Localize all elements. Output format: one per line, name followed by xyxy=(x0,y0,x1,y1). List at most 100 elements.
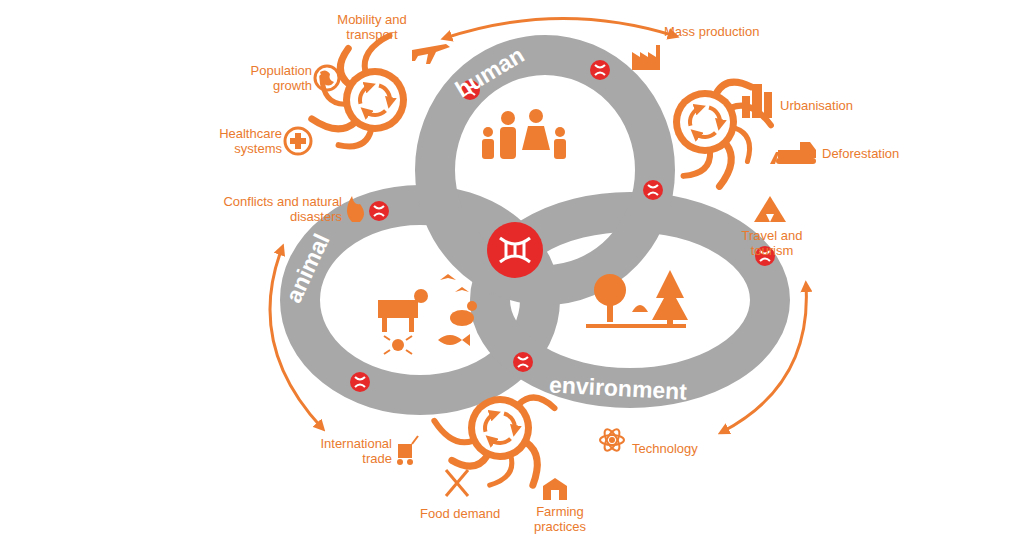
factor-label: Deforestation xyxy=(822,146,932,161)
factor-cluster xyxy=(709,108,720,125)
central-dna xyxy=(500,238,530,262)
factor-cluster xyxy=(673,90,737,154)
tree-icons xyxy=(632,305,648,312)
factor-icon xyxy=(602,427,623,453)
factor-icon xyxy=(285,44,816,500)
factor-icon xyxy=(600,435,624,445)
family-icon xyxy=(529,109,543,123)
family-icon xyxy=(482,139,494,159)
animal-icons xyxy=(440,274,456,280)
factor-cluster xyxy=(312,36,771,486)
dna-marker xyxy=(355,377,365,387)
factor-icon xyxy=(776,158,816,164)
factor-cluster xyxy=(719,144,731,187)
factor-cluster xyxy=(519,398,555,409)
factor-icon xyxy=(742,96,750,118)
factor-icon xyxy=(766,214,774,222)
factor-cluster xyxy=(504,414,515,431)
factor-icon xyxy=(770,152,779,164)
factor-cluster xyxy=(485,414,495,432)
factor-label: Mass production xyxy=(664,24,794,39)
family-icon xyxy=(555,127,565,137)
factor-icon xyxy=(320,70,334,85)
dna-marker xyxy=(643,180,663,200)
dna-marker xyxy=(590,60,610,80)
factor-cluster xyxy=(475,403,525,453)
factor-cluster xyxy=(490,456,512,485)
factor-label: Healthcare systems xyxy=(196,126,282,156)
factor-cluster xyxy=(379,86,390,103)
dna-marker xyxy=(369,201,389,221)
central-dna xyxy=(487,222,543,278)
factor-cluster xyxy=(734,128,749,162)
factor-label: International trade xyxy=(300,436,392,466)
factor-icon xyxy=(315,66,339,90)
factor-cluster xyxy=(684,152,711,176)
factor-icon xyxy=(290,138,306,144)
family-icon xyxy=(554,139,566,159)
factor-cluster xyxy=(365,111,385,115)
animal-icons xyxy=(384,336,412,354)
animal-icons xyxy=(392,339,404,351)
animal-icons xyxy=(414,289,428,303)
factor-cluster xyxy=(468,396,532,460)
animal-icons xyxy=(455,287,469,292)
animal-icons xyxy=(467,301,477,311)
dna-marker xyxy=(350,372,370,392)
factor-label: Travel and tourism xyxy=(730,228,814,258)
factor-icon xyxy=(407,459,413,465)
factor-icon xyxy=(764,92,772,118)
factor-icon xyxy=(446,470,468,496)
factor-cluster xyxy=(340,49,349,85)
factor-cluster xyxy=(343,68,407,132)
factor-cluster xyxy=(434,421,472,442)
cycle-arrow xyxy=(270,18,806,432)
tree-icons xyxy=(652,270,688,320)
dna-marker xyxy=(350,60,775,392)
family-icon xyxy=(482,109,566,159)
factor-label: Farming practices xyxy=(520,504,600,534)
factor-icon xyxy=(412,44,450,64)
factor-cluster xyxy=(695,133,715,137)
factor-cluster xyxy=(490,439,510,443)
grey-band xyxy=(300,55,770,395)
factor-cluster xyxy=(680,97,730,147)
factor-icon xyxy=(602,427,623,453)
factor-cluster xyxy=(360,86,370,104)
factor-label: Urbanisation xyxy=(780,98,890,113)
animal-icons xyxy=(438,334,470,346)
factor-cluster xyxy=(716,82,751,94)
factor-label: Technology xyxy=(632,441,732,456)
factor-label: Food demand xyxy=(420,506,530,521)
family-icon xyxy=(500,127,516,159)
factor-icon xyxy=(446,470,468,496)
tree-icons xyxy=(586,270,688,328)
factor-cluster xyxy=(690,108,700,126)
factor-cluster xyxy=(339,130,372,147)
tree-icons xyxy=(607,300,613,322)
factor-icon xyxy=(347,196,364,222)
family-icon xyxy=(501,111,515,125)
factor-cluster xyxy=(350,75,400,125)
factor-icon xyxy=(398,444,412,458)
dna-marker xyxy=(374,206,384,216)
factor-cluster xyxy=(452,455,488,466)
factor-icon xyxy=(412,436,418,444)
factor-icon xyxy=(397,459,403,465)
factor-label: Population growth xyxy=(228,63,312,93)
dna-marker xyxy=(648,185,658,195)
factor-icon xyxy=(543,478,567,500)
factor-icon xyxy=(752,84,762,118)
factor-icon xyxy=(609,437,615,443)
factor-label: Mobility and transport xyxy=(322,12,422,42)
tree-icons xyxy=(586,324,686,328)
animal-icons xyxy=(450,310,474,326)
dna-marker xyxy=(595,65,605,75)
family-icon xyxy=(522,126,550,150)
factor-label: Conflicts and natural disasters xyxy=(222,194,342,224)
factor-cluster xyxy=(526,442,537,485)
animal-icons xyxy=(378,274,477,354)
dna-marker xyxy=(518,357,528,367)
